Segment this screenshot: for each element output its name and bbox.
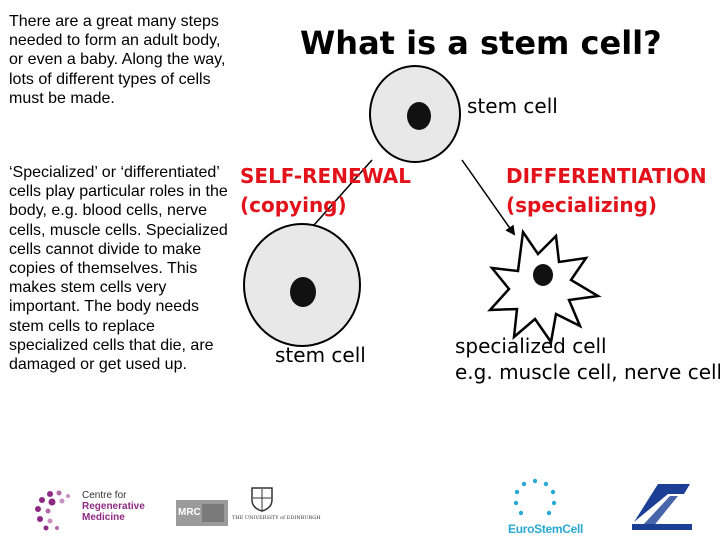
specialized-cell-label-line1: specialized cell <box>455 334 607 358</box>
bottom-stem-cell-nucleus <box>290 277 316 307</box>
self-renewal-title: SELF-RENEWAL <box>240 164 412 188</box>
specialized-cell <box>487 228 602 346</box>
differentiation-title: DIFFERENTIATION <box>506 164 707 188</box>
differentiation-heading: DIFFERENTIATION (specializing) <box>506 162 707 220</box>
top-stem-cell-label: stem cell <box>467 94 558 118</box>
fp7-logo-icon <box>632 484 692 530</box>
crm-logo-icon <box>35 490 70 531</box>
bottom-stem-cell-label: stem cell <box>275 343 366 367</box>
crm-logo-line1: Centre for <box>82 490 127 501</box>
mrc-logo-text: MRC <box>178 507 201 518</box>
specialized-cell-label-line2: e.g. muscle cell, nerve cell <box>455 360 720 384</box>
top-stem-cell-nucleus <box>407 102 431 130</box>
mrc-logo: MRC <box>176 500 228 526</box>
logos-bar: Centre for Regenerative Medicine MRC THE… <box>0 470 720 540</box>
crm-logo-line2: Regenerative <box>82 501 145 512</box>
edinburgh-logo-text: THE UNIVERSITY of EDINBURGH <box>232 515 321 521</box>
fp7-logo-numeral: 7 <box>646 482 655 499</box>
eurostemcell-ring-icon <box>513 478 557 516</box>
differentiation-subtitle: (specializing) <box>506 193 658 217</box>
differentiation-arrow <box>461 159 516 236</box>
page-title: What is a stem cell? <box>300 24 662 62</box>
crm-logo-text: Centre for Regenerative Medicine <box>82 490 145 523</box>
eurostemcell-logo-text: EuroStemCell <box>508 522 584 536</box>
crm-logo-line3: Medicine <box>82 512 125 523</box>
self-renewal-arrow <box>304 159 373 236</box>
intro-paragraph: There are a great many steps needed to f… <box>9 13 226 107</box>
specialized-cell-nucleus <box>533 264 553 286</box>
specialized-cell-label: specialized cell e.g. muscle cell, nerve… <box>455 333 720 385</box>
self-renewal-heading: SELF-RENEWAL (copying) <box>240 162 411 220</box>
edinburgh-crest-icon <box>251 487 273 512</box>
mrc-logo-mark <box>202 504 224 522</box>
stem-cell-diagram <box>243 65 602 347</box>
specialized-cells-paragraph: ‘Specialized’ or ‘differentiated’ cells … <box>9 164 228 374</box>
self-renewal-subtitle: (copying) <box>240 193 347 217</box>
